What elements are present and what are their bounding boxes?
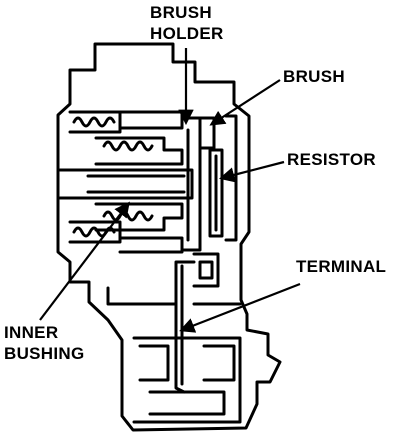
terminal-contact-box xyxy=(192,252,220,288)
connector-bottom-slot xyxy=(148,390,226,416)
terminal-contact-inner xyxy=(198,260,214,280)
right-inner-wall xyxy=(224,114,238,242)
upper-spring-coil xyxy=(72,116,116,128)
lower-rotor-body xyxy=(94,202,184,232)
leader-resistor xyxy=(219,160,285,183)
connector-right-pocket xyxy=(202,344,236,382)
terminal-wire xyxy=(174,260,196,394)
label-brush-holder: BRUSH HOLDER xyxy=(150,3,224,43)
lower-plate xyxy=(118,236,184,254)
shaft xyxy=(58,168,194,200)
resistor-strip xyxy=(208,148,224,238)
brush-body xyxy=(198,116,216,150)
housing-outline xyxy=(56,42,282,432)
upper-spring xyxy=(102,140,154,152)
lower-spring-cavity xyxy=(68,220,122,244)
leader-terminal xyxy=(179,282,301,333)
label-brush: BRUSH xyxy=(283,67,345,86)
shaft-bore xyxy=(86,174,186,194)
leader-inner-bushing xyxy=(39,201,130,321)
upper-rotor-body xyxy=(94,136,184,166)
upper-plate xyxy=(118,110,184,130)
leader-brush xyxy=(209,79,281,126)
label-inner-bushing: INNER BUSHING xyxy=(4,323,85,363)
label-terminal: TERMINAL xyxy=(296,257,387,276)
lower-body-step xyxy=(106,286,242,306)
connector-sleeve xyxy=(132,336,242,424)
label-resistor: RESISTOR xyxy=(287,150,376,169)
lower-spring xyxy=(102,210,154,222)
upper-spring-cavity xyxy=(68,110,122,134)
connector-left-pocket xyxy=(138,344,170,382)
